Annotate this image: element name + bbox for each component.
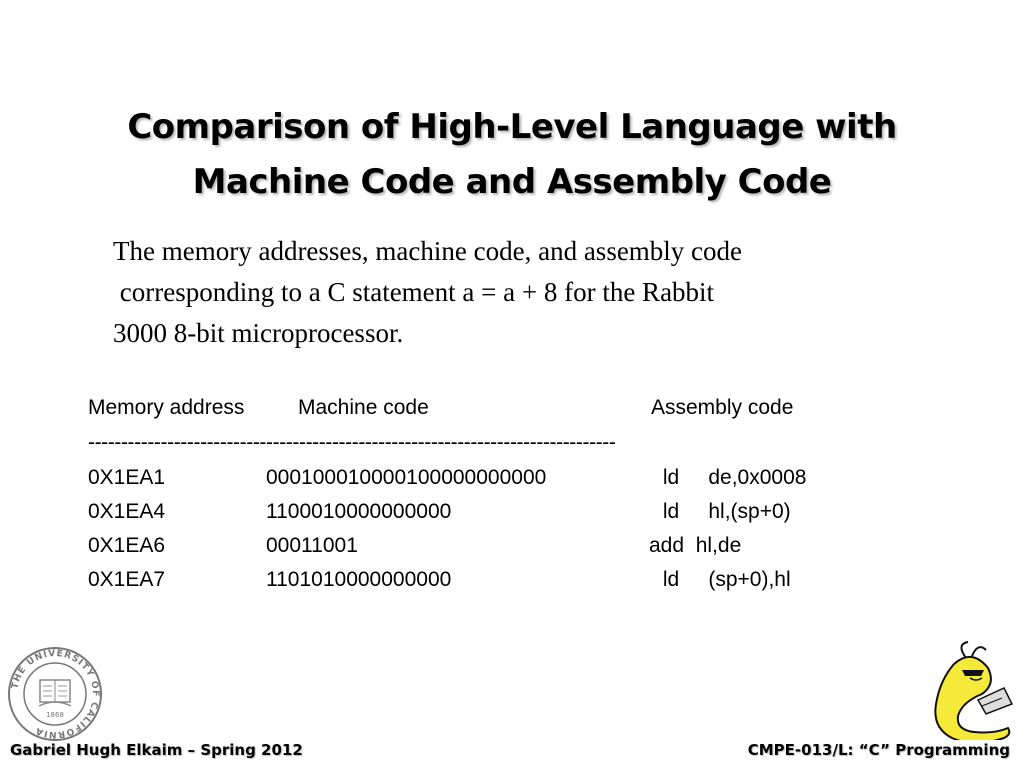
code-table: Memory address Machine code Assembly cod…	[88, 392, 848, 598]
table-header: Memory address Machine code Assembly cod…	[88, 392, 848, 426]
row-assembly: ld (sp+0),hl	[657, 568, 791, 591]
title-line-1: Comparison of High-Level Language with	[127, 107, 897, 147]
intro-line-2: corresponding to a C statement a = a + 8…	[113, 277, 715, 307]
row-machine-code: 1100010000000000	[266, 500, 452, 523]
row-address: 0X1EA6	[88, 534, 166, 557]
footer-author: Gabriel Hugh Elkaim – Spring 2012	[10, 741, 303, 759]
row-machine-code: 000100010000100000000000	[266, 466, 547, 489]
header-machine-code: Machine code	[298, 396, 429, 419]
table-row: 0X1EA6 00011001 add hl,de	[88, 530, 848, 564]
title-line-2: Machine Code and Assembly Code	[192, 162, 832, 202]
row-assembly: ld de,0x0008	[657, 466, 807, 489]
header-memory-address: Memory address	[88, 396, 245, 419]
intro-line-3: 3000 8-bit microprocessor.	[113, 318, 404, 348]
seal-year: 1868	[46, 711, 64, 719]
row-assembly: ld hl,(sp+0)	[657, 500, 791, 523]
table-row: 0X1EA1 000100010000100000000000 ld de,0x…	[88, 462, 848, 496]
row-machine-code: 00011001	[266, 534, 358, 557]
table-row: 0X1EA4 1100010000000000 ld hl,(sp+0)	[88, 496, 848, 530]
row-address: 0X1EA1	[88, 466, 166, 489]
intro-paragraph: The memory addresses, machine code, and …	[113, 231, 933, 354]
row-address: 0X1EA7	[88, 568, 166, 591]
row-machine-code: 1101010000000000	[266, 568, 452, 591]
header-assembly-code: Assembly code	[651, 396, 794, 419]
table-separator: ----------------------------------------…	[88, 431, 616, 454]
university-seal-icon: THE UNIVERSITY OF CALIFORNIA 1868	[8, 647, 102, 741]
slide-title: Comparison of High-Level Language with M…	[0, 100, 1024, 210]
intro-line-1: The memory addresses, machine code, and …	[113, 236, 743, 266]
row-address: 0X1EA4	[88, 500, 166, 523]
row-assembly: add hl,de	[649, 534, 742, 557]
table-row: 0X1EA7 1101010000000000 ld (sp+0),hl	[88, 564, 848, 598]
footer-course: CMPE-013/L: “C” Programming	[747, 741, 1010, 759]
banana-slug-mascot-icon	[934, 641, 1014, 740]
